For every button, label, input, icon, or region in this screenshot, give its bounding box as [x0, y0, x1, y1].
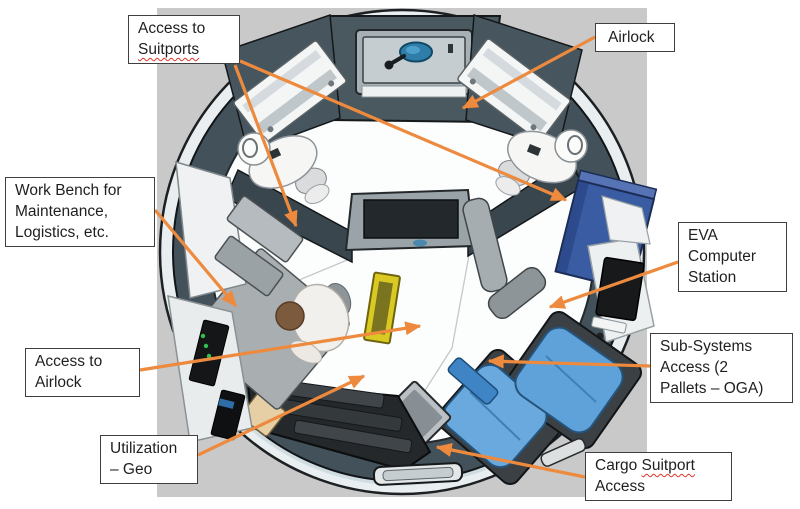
label-text: Airlock: [608, 29, 655, 46]
label-text: Airlock: [35, 374, 82, 391]
label-text-misspelled: Suitports: [138, 41, 200, 58]
arrow-sub-systems: [487, 354, 651, 369]
label-work-bench: Work Bench for Maintenance, Logistics, e…: [5, 177, 155, 247]
label-text: Access: [595, 478, 645, 495]
label-cargo-suitport-access: Cargo Suitport Access: [585, 452, 732, 501]
label-access-to-airlock: Access to Airlock: [25, 348, 140, 397]
label-text: Access to: [138, 20, 206, 37]
suitport-right: [457, 13, 583, 151]
label-text: Computer: [688, 248, 757, 265]
arrow-suitports-left: [233, 64, 298, 228]
eva-computer-monitor: [595, 256, 645, 322]
label-access-to-suitports: Access to Suitports: [128, 15, 240, 64]
arrow-eva-computer: [548, 260, 679, 309]
arrow-work-bench: [153, 208, 238, 308]
label-text: Logistics, etc.: [15, 224, 109, 241]
arrow-suitports-right: [239, 59, 568, 202]
label-text: Maintenance,: [15, 203, 109, 220]
label-text: Utilization: [110, 440, 178, 457]
label-sub-systems-access: Sub-Systems Access (2 Pallets – OGA): [650, 333, 793, 403]
label-text: Work Bench for: [15, 182, 122, 199]
arrow-cargo-suitport: [435, 443, 586, 479]
label-text-misspelled: Suitport: [641, 457, 695, 474]
label-text: – Geo: [110, 461, 153, 478]
central-monitor-console: [344, 188, 476, 252]
floor-suitport-hatch: [372, 438, 587, 486]
eva-suit-right: [495, 129, 588, 196]
cargo-bags: [435, 310, 642, 485]
suitport-left: [221, 13, 347, 153]
label-eva-computer-station: EVA Computer Station: [678, 222, 787, 292]
label-text: EVA: [688, 227, 718, 244]
label-airlock: Airlock: [595, 23, 675, 52]
ladder-yellow: [363, 271, 401, 345]
label-utilization-geo: Utilization – Geo: [100, 435, 198, 484]
arrow-access-airlock: [139, 321, 422, 372]
workbench-wall-rack: [167, 160, 304, 443]
crew-member: [275, 283, 352, 364]
eva-computer-station-wall: [587, 195, 655, 343]
label-text: Access to: [35, 353, 103, 370]
label-text: Sub-Systems: [660, 338, 753, 355]
crew-chair: [462, 197, 547, 320]
label-text: Station: [688, 269, 737, 286]
label-text: Access (2: [660, 359, 729, 376]
label-text: Pallets – OGA): [660, 380, 764, 397]
arrow-airlock: [461, 35, 596, 110]
arrow-utilization: [197, 374, 366, 457]
callout-arrows: [139, 35, 679, 479]
crew-member-head: [275, 301, 305, 331]
label-text: Cargo: [595, 457, 638, 474]
